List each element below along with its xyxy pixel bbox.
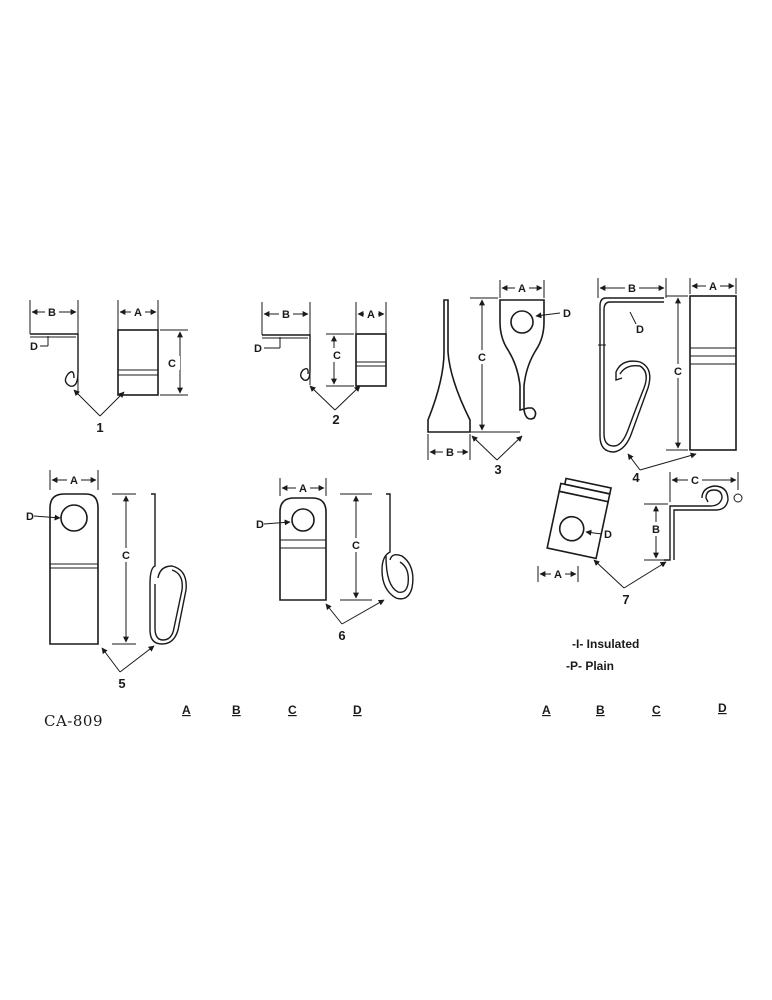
dim-label-a: A (518, 283, 526, 295)
mounting-hole (510, 310, 534, 334)
dim-label-a: A (134, 307, 142, 319)
dim-label-b: B (48, 307, 56, 319)
clip-front-view (117, 329, 159, 396)
clip-side-view (427, 299, 471, 433)
column-header-a: A (182, 703, 191, 717)
dim-label-c: C (168, 358, 176, 370)
dim-label-d: D (636, 324, 644, 336)
figure-2: B A D C 2 (254, 302, 387, 427)
dim-label-c: C (333, 350, 341, 362)
dim-label-c: C (691, 475, 699, 487)
clip-front-view (49, 493, 99, 645)
dim-label-a: A (70, 475, 78, 487)
figure-5: A D C 5 (26, 470, 187, 691)
mounting-hole (558, 515, 585, 542)
dim-label-d: D (26, 511, 34, 523)
table-headers-right: A B C D (542, 701, 727, 717)
clip-side-view (381, 493, 414, 600)
dim-label-a: A (554, 569, 562, 581)
column-header-d: D (353, 703, 362, 717)
dim-label-a: A (709, 281, 717, 293)
legend-insulated: -I- Insulated (572, 637, 639, 651)
column-header-d: D (718, 701, 727, 715)
table-headers-left: A B C D (182, 703, 362, 717)
dim-label-a: A (299, 483, 307, 495)
dim-label-d: D (604, 529, 612, 541)
figure-number: 1 (96, 420, 103, 435)
dim-label-d: D (254, 343, 262, 355)
figure-number: 6 (338, 628, 345, 643)
clip-side-view (149, 493, 187, 645)
mounting-hole (291, 508, 315, 532)
drawing-code: CA-809 (44, 712, 103, 730)
clip-side-view (30, 333, 79, 387)
dim-label-c: C (674, 366, 682, 378)
column-header-b: B (596, 703, 605, 717)
figure-number: 4 (632, 470, 640, 485)
dim-label-b: B (652, 524, 660, 536)
dim-label-d: D (256, 519, 264, 531)
clip-side-view (664, 489, 723, 561)
dim-label-d: D (563, 308, 571, 320)
clip-front-view (499, 299, 545, 420)
legend-plain: -P- Plain (566, 659, 614, 673)
figure-6: A D C 6 (256, 478, 414, 643)
clip-side-view (262, 334, 311, 381)
column-header-c: C (652, 703, 661, 717)
clip-front-view (355, 333, 387, 387)
legend: -I- Insulated -P- Plain (566, 637, 639, 673)
dim-label-d: D (30, 341, 38, 353)
mounting-hole (60, 504, 88, 532)
clip-side-view (599, 297, 664, 453)
figure-3: B A D C 3 (427, 280, 571, 477)
figure-number: 3 (494, 462, 501, 477)
figure-number: 2 (332, 412, 339, 427)
figure-7: D A B C 7 (537, 472, 743, 607)
dim-label-c: C (352, 540, 360, 552)
dim-label-a: A (367, 309, 375, 321)
figure-1: B A D C 1 (29, 300, 188, 435)
column-header-b: B (232, 703, 241, 717)
clip-front-view (279, 497, 327, 601)
dim-label-b: B (282, 309, 290, 321)
dim-label-c: C (478, 352, 486, 364)
dim-label-b: B (628, 283, 636, 295)
clip-front-view (689, 295, 737, 451)
dim-label-b: B (446, 447, 454, 459)
column-header-a: A (542, 703, 551, 717)
figure-number: 5 (118, 676, 125, 691)
figure-4: B D A C 4 (597, 278, 737, 485)
column-header-c: C (288, 703, 297, 717)
dim-label-c: C (122, 550, 130, 562)
figure-number: 7 (622, 592, 629, 607)
